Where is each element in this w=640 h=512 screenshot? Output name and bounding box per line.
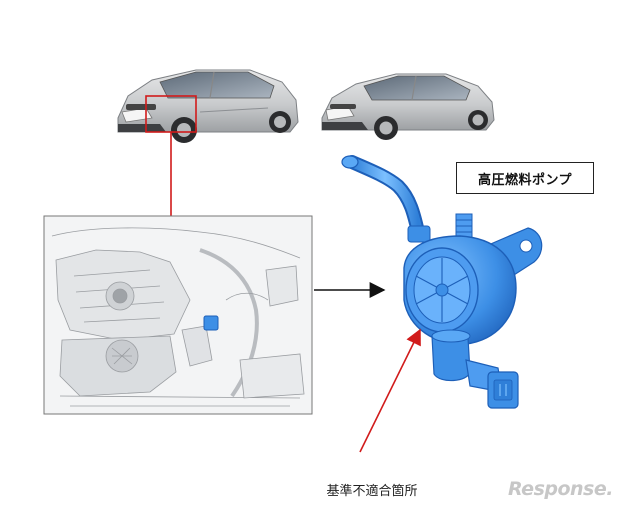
- defect-callout-arrow: [360, 330, 420, 452]
- response-watermark: Response.: [508, 478, 613, 500]
- car-hatchback-image: [322, 74, 494, 140]
- car-crossover-image: [118, 70, 298, 143]
- pump-label: 高圧燃料ポンプ: [456, 162, 594, 194]
- engine-pump-location-marker: [204, 316, 218, 330]
- engine-bay-image: [44, 216, 312, 414]
- defect-caption: 基準不適合箇所: [302, 480, 442, 499]
